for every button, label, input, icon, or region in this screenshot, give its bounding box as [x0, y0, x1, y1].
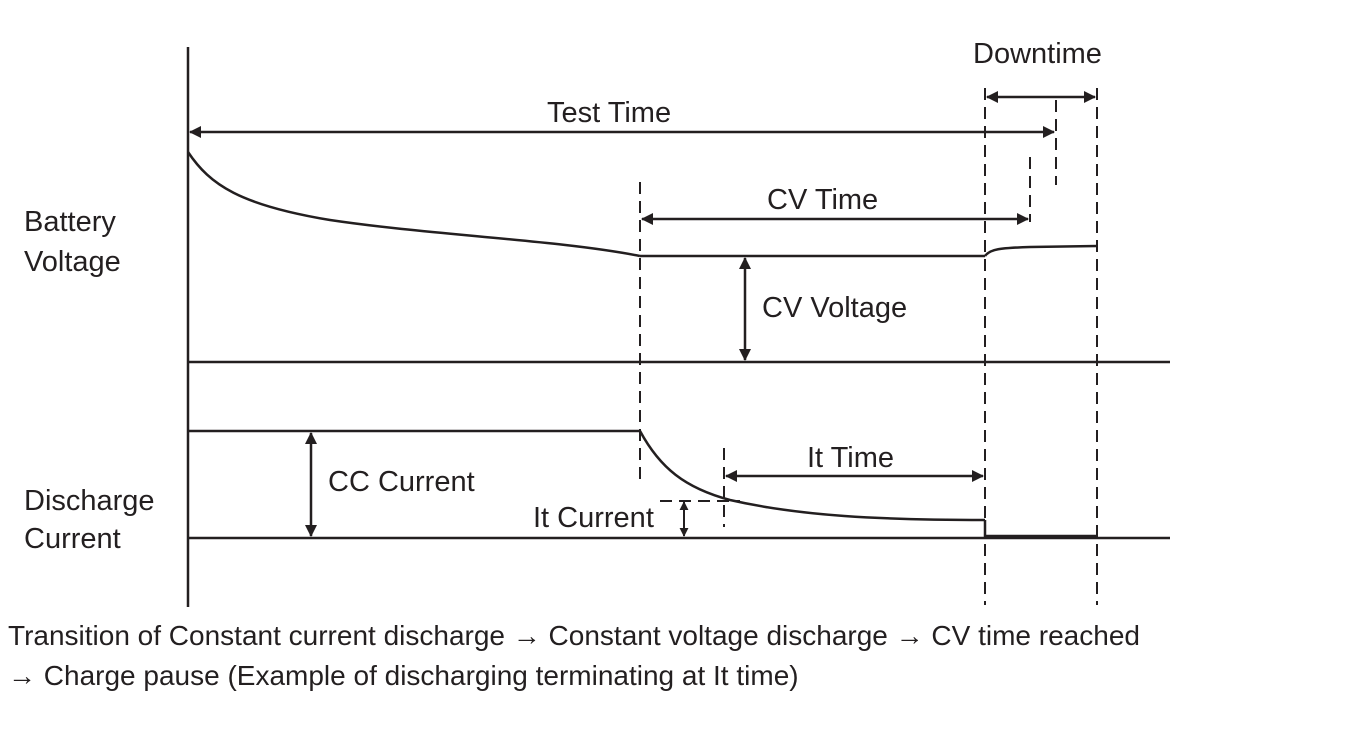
- battery-voltage-label-line2: Voltage: [24, 246, 121, 278]
- battery-voltage-label-line1: Battery: [24, 206, 116, 238]
- battery-voltage-curve: [186, 151, 641, 258]
- test-time-label: Test Time: [547, 97, 672, 129]
- discharge-current-decay: [638, 430, 986, 522]
- caption-line-2: → Charge pause (Example of discharging t…: [8, 660, 799, 691]
- it-current-label: It Current: [533, 502, 654, 534]
- cv-voltage-label: CV Voltage: [762, 292, 908, 324]
- downtime-label: Downtime: [973, 38, 1102, 70]
- voltage-rise-after-cv: [983, 244, 1098, 257]
- discharge-current-label-line1: Discharge: [24, 485, 155, 517]
- cc-current-label: CC Current: [328, 466, 475, 498]
- cv-time-label: CV Time: [767, 184, 879, 216]
- it-time-label: It Time: [807, 442, 895, 474]
- caption-line-1: Transition of Constant current discharge…: [8, 620, 1140, 651]
- discharge-current-label-line2: Current: [24, 523, 121, 555]
